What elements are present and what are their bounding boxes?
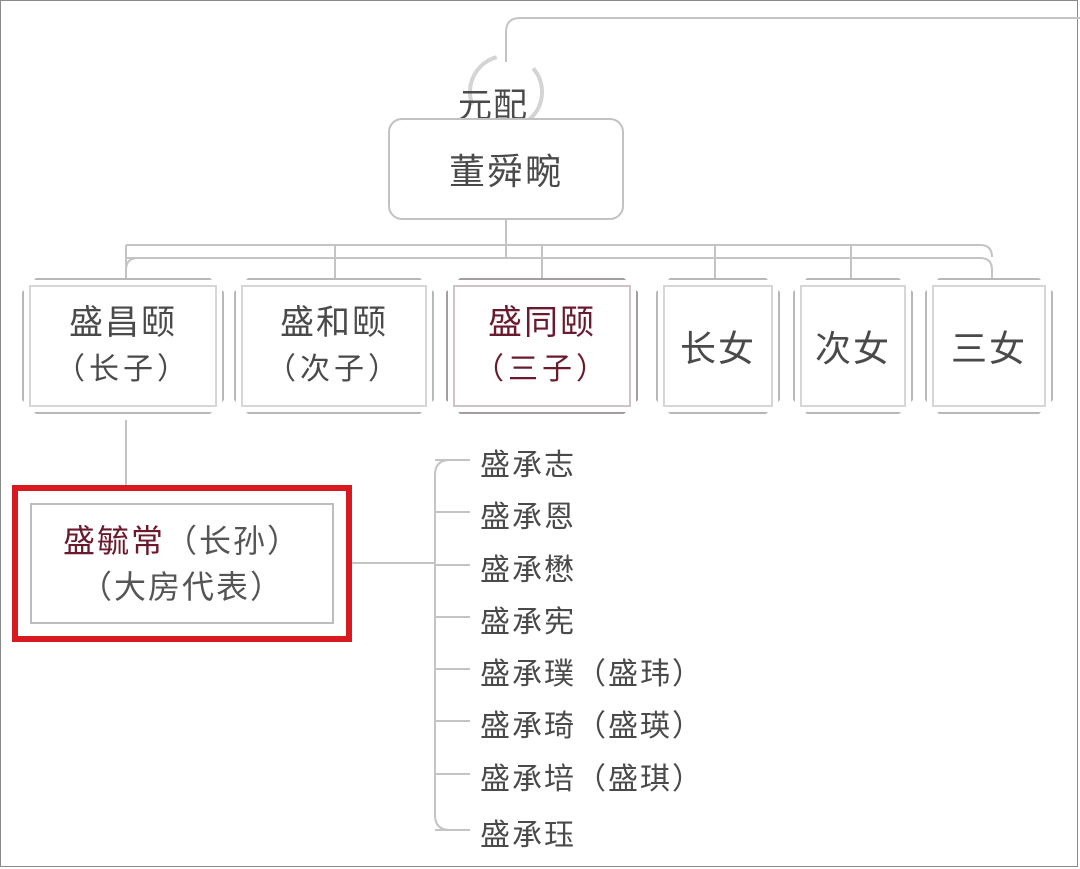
child-node-5: 次女 <box>793 278 913 414</box>
grandson-item: 盛承志 <box>480 448 576 483</box>
grandson-item: 盛承培（盛琪） <box>480 762 704 797</box>
child-node-4: 长女 <box>656 278 780 414</box>
child-node-1: 盛昌颐 （长子） <box>22 278 224 414</box>
wife-name: 董舜畹 <box>448 152 563 193</box>
heir-highlight-box: 盛毓常（长孙） （大房代表） <box>12 485 352 642</box>
grandson-item: 盛承懋 <box>480 553 576 588</box>
children-bus <box>125 257 993 280</box>
child-name: 盛和颐 <box>280 303 388 343</box>
wife-node: 董舜畹 <box>388 118 624 220</box>
child-node-2: 盛和颐 （次子） <box>234 278 434 414</box>
child-name: 盛同颐 <box>488 303 596 343</box>
child-node-6: 三女 <box>925 278 1053 414</box>
child-name: 次女 <box>814 329 891 370</box>
grandson-item: 盛承宪 <box>480 605 576 640</box>
child-name: 长女 <box>679 329 756 370</box>
top-connector <box>505 17 1080 62</box>
child-node-3: 盛同颐 （三子） <box>446 278 638 414</box>
grandson-item: 盛承琦（盛瑛） <box>480 709 704 744</box>
child-note: （次子） <box>266 352 402 387</box>
heir-role: （大房代表） <box>79 567 284 606</box>
child-note: （三子） <box>474 352 610 387</box>
grandson-bracket <box>434 459 451 831</box>
heir-name: 盛毓常 <box>62 521 165 560</box>
heir-node: 盛毓常（长孙） （大房代表） <box>30 503 334 624</box>
grandson-item: 盛承璞（盛玮） <box>480 657 704 692</box>
heir-relation: （长孙） <box>165 521 302 560</box>
grandson-item: 盛承珏 <box>480 818 576 853</box>
grandson-item: 盛承恩 <box>480 500 576 535</box>
child-name: 盛昌颐 <box>69 303 177 343</box>
child-note: （长子） <box>55 352 191 387</box>
child-name: 三女 <box>950 329 1027 370</box>
